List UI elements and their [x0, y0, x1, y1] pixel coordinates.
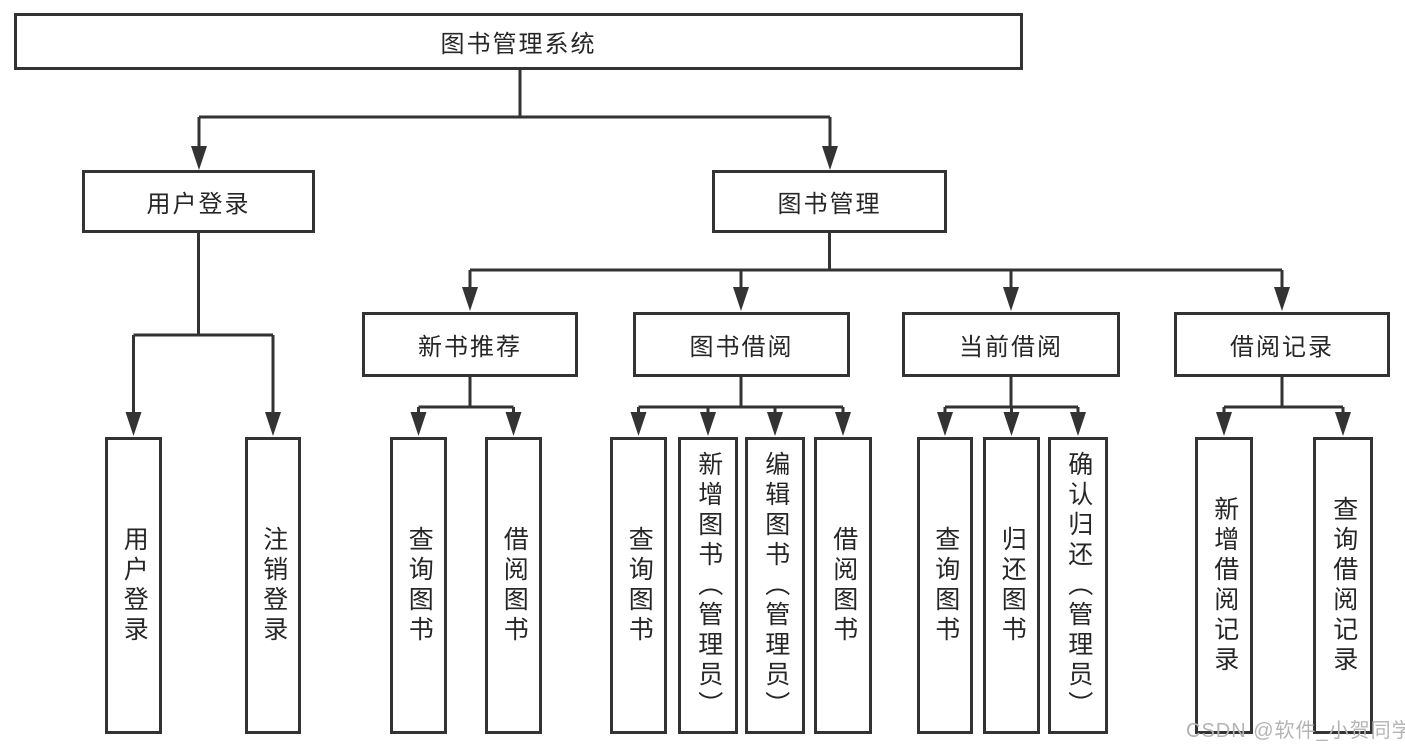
node-book-management-label: 图书管理: [777, 191, 882, 218]
node-book-management: 图书管理: [712, 170, 947, 233]
leaf-logout: 注销登录: [245, 437, 301, 734]
node-user-login: 用户登录: [82, 170, 315, 233]
node-book-borrowing-label: 图书借阅: [689, 334, 794, 361]
node-root-label: 图书管理系统: [440, 31, 597, 58]
leaf-return-books: 归还图书: [983, 437, 1040, 734]
leaf-query-books-3: 查询图书: [917, 437, 973, 734]
node-new-book-recommendation: 新书推荐: [362, 312, 578, 377]
leaf-query-books-1: 查询图书: [390, 437, 447, 734]
leaf-user-login-label: 用户登录: [120, 525, 149, 646]
leaf-query-books-2-label: 查询图书: [625, 525, 654, 646]
leaf-borrow-books-2-label: 借阅图书: [829, 525, 858, 646]
leaf-query-books-3-label: 查询图书: [931, 525, 960, 646]
leaf-borrow-books-1-label: 借阅图书: [500, 525, 529, 646]
leaf-return-books-label: 归还图书: [998, 525, 1027, 646]
leaf-borrow-books-1: 借阅图书: [485, 437, 542, 734]
node-root: 图书管理系统: [14, 13, 1023, 70]
leaf-add-borrow-record-label: 新增借阅记录: [1210, 495, 1239, 676]
node-user-login-label: 用户登录: [146, 191, 251, 218]
leaf-add-book-admin-label: 新增图书（管理员）: [694, 450, 723, 721]
leaf-add-borrow-record: 新增借阅记录: [1195, 437, 1253, 734]
leaf-add-book-admin: 新增图书（管理员）: [678, 437, 738, 734]
leaf-query-borrow-record: 查询借阅记录: [1313, 437, 1373, 734]
leaf-confirm-return-admin-label: 确认归还（管理员）: [1064, 450, 1093, 721]
node-book-borrowing: 图书借阅: [633, 312, 850, 377]
leaf-edit-book-admin-label: 编辑图书（管理员）: [761, 450, 790, 721]
leaf-query-books-2: 查询图书: [610, 437, 667, 734]
node-new-book-recommendation-label: 新书推荐: [418, 334, 522, 361]
leaf-confirm-return-admin: 确认归还（管理员）: [1048, 437, 1108, 734]
node-current-borrowing: 当前借阅: [902, 312, 1120, 377]
leaf-borrow-books-2: 借阅图书: [814, 437, 872, 734]
watermark: CSDN @软件_小贺同学: [1186, 720, 1405, 742]
leaf-logout-label: 注销登录: [259, 525, 288, 646]
leaf-edit-book-admin: 编辑图书（管理员）: [745, 437, 805, 734]
node-borrowing-records: 借阅记录: [1174, 312, 1390, 377]
node-current-borrowing-label: 当前借阅: [959, 334, 1063, 361]
leaf-user-login: 用户登录: [105, 437, 162, 734]
node-borrowing-records-label: 借阅记录: [1230, 334, 1334, 361]
leaf-query-borrow-record-label: 查询借阅记录: [1329, 495, 1358, 676]
leaf-query-books-1-label: 查询图书: [405, 525, 434, 646]
